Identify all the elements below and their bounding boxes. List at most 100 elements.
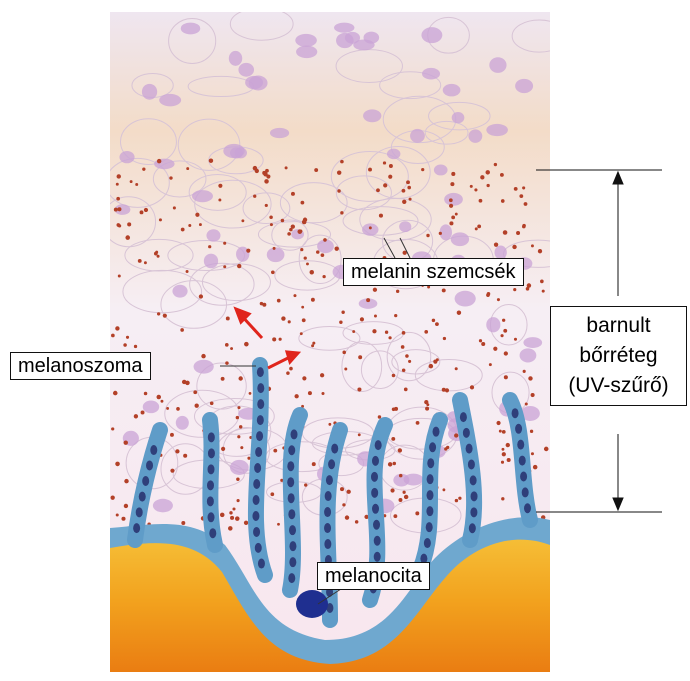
melanosome-granule xyxy=(426,490,433,500)
melanin-dot xyxy=(389,164,393,168)
melanosome-granule xyxy=(289,525,296,535)
melanin-dot xyxy=(402,200,406,204)
melanin-dot xyxy=(501,461,504,464)
melanin-dot xyxy=(424,330,428,334)
melanosome-granule xyxy=(512,408,519,418)
cell-nucleus xyxy=(345,32,360,44)
melanosome-granule xyxy=(371,488,378,498)
melanin-dot xyxy=(340,160,344,164)
melanosome-granule xyxy=(150,445,157,455)
melanin-dot xyxy=(449,221,453,225)
melanin-dot xyxy=(253,166,257,170)
melanin-dot xyxy=(458,497,461,500)
cell-nucleus xyxy=(204,254,218,269)
melanin-dot xyxy=(170,433,174,437)
melanin-dot xyxy=(530,430,533,433)
melanin-dot xyxy=(321,392,324,395)
melanosome-granule xyxy=(288,573,295,583)
melanin-dot xyxy=(403,491,406,494)
melanin-dot xyxy=(341,311,344,314)
melanin-dot xyxy=(374,315,377,318)
melanin-dot xyxy=(501,497,504,500)
cell-nucleus xyxy=(296,45,317,58)
melanin-dot xyxy=(201,354,205,358)
melanin-dot xyxy=(249,392,252,395)
melanin-dot xyxy=(117,207,121,211)
melanin-dot xyxy=(455,499,458,502)
melanin-dot xyxy=(306,262,309,265)
cell-nucleus xyxy=(229,51,242,66)
melanin-dot xyxy=(352,330,355,333)
melanin-dot xyxy=(312,342,315,345)
melanin-dot xyxy=(538,249,542,253)
melanin-dot xyxy=(180,328,184,332)
melanin-dot xyxy=(383,161,386,164)
melanin-dot xyxy=(141,411,145,415)
melanosome-granule xyxy=(208,464,215,474)
melanosome-granule xyxy=(288,493,295,503)
melanin-dot xyxy=(399,474,403,478)
melanin-dot xyxy=(388,462,392,466)
melanosome-granule xyxy=(288,445,295,455)
cell-nucleus xyxy=(387,149,401,160)
melanin-dot xyxy=(526,287,530,291)
melanin-dot xyxy=(502,430,506,434)
melanin-dot xyxy=(393,462,396,465)
melanin-dot xyxy=(281,219,285,223)
melanin-dot xyxy=(235,516,239,520)
melanin-dot xyxy=(262,171,266,175)
melanosome-granule xyxy=(326,475,333,485)
melanin-dot xyxy=(366,298,370,302)
melanin-dot xyxy=(226,316,230,320)
melanin-dot xyxy=(378,415,381,418)
melanin-dot xyxy=(236,477,239,480)
cell-nucleus xyxy=(486,317,500,332)
melanin-dot xyxy=(321,253,325,257)
melanin-dot xyxy=(311,344,314,347)
melanin-dot xyxy=(312,462,316,466)
melanin-dot xyxy=(524,202,528,206)
melanosome-granule xyxy=(291,429,298,439)
cell-nucleus xyxy=(520,348,537,362)
melanin-dot xyxy=(247,457,250,460)
melanin-dot xyxy=(425,407,429,411)
melanin-dot xyxy=(435,322,439,326)
cell-nucleus xyxy=(363,109,381,122)
melanin-dot xyxy=(124,440,128,444)
melanin-dot xyxy=(396,290,399,293)
melanin-dot xyxy=(124,504,128,508)
cell-nucleus xyxy=(404,474,424,486)
melanin-dot xyxy=(144,261,147,264)
cell-nucleus xyxy=(468,129,482,142)
melanin-dot xyxy=(304,256,307,259)
melanin-dot xyxy=(117,174,121,178)
melanin-dot xyxy=(289,367,293,371)
melanin-dot xyxy=(287,232,291,236)
melanin-dot xyxy=(544,447,549,452)
melanin-dot xyxy=(236,416,239,419)
melanosome-granule xyxy=(466,444,473,454)
melanosome-granule xyxy=(209,528,216,538)
melanin-dot xyxy=(393,514,397,518)
melanin-dot xyxy=(432,319,435,322)
cell-nucleus xyxy=(206,229,220,241)
melanosome-granule xyxy=(460,412,467,422)
melanin-dot xyxy=(126,336,129,339)
melanin-dot xyxy=(134,345,137,348)
cell-nucleus xyxy=(194,360,214,374)
melanin-dot xyxy=(501,199,505,203)
melanin-dot xyxy=(531,244,534,247)
melanin-dot xyxy=(265,204,268,207)
melanin-dot xyxy=(173,206,176,209)
melanosome-granule xyxy=(515,424,522,434)
melanin-dot xyxy=(159,218,162,221)
cell-nucleus xyxy=(153,499,173,513)
melanin-dot xyxy=(237,264,241,268)
melanin-dot xyxy=(339,321,342,324)
melanin-dot xyxy=(340,211,343,214)
melanin-dot xyxy=(502,452,506,456)
melanin-dot xyxy=(301,201,305,205)
melanosome-granule xyxy=(253,479,260,489)
melanin-dot xyxy=(170,469,174,473)
melanin-dot xyxy=(302,376,306,380)
